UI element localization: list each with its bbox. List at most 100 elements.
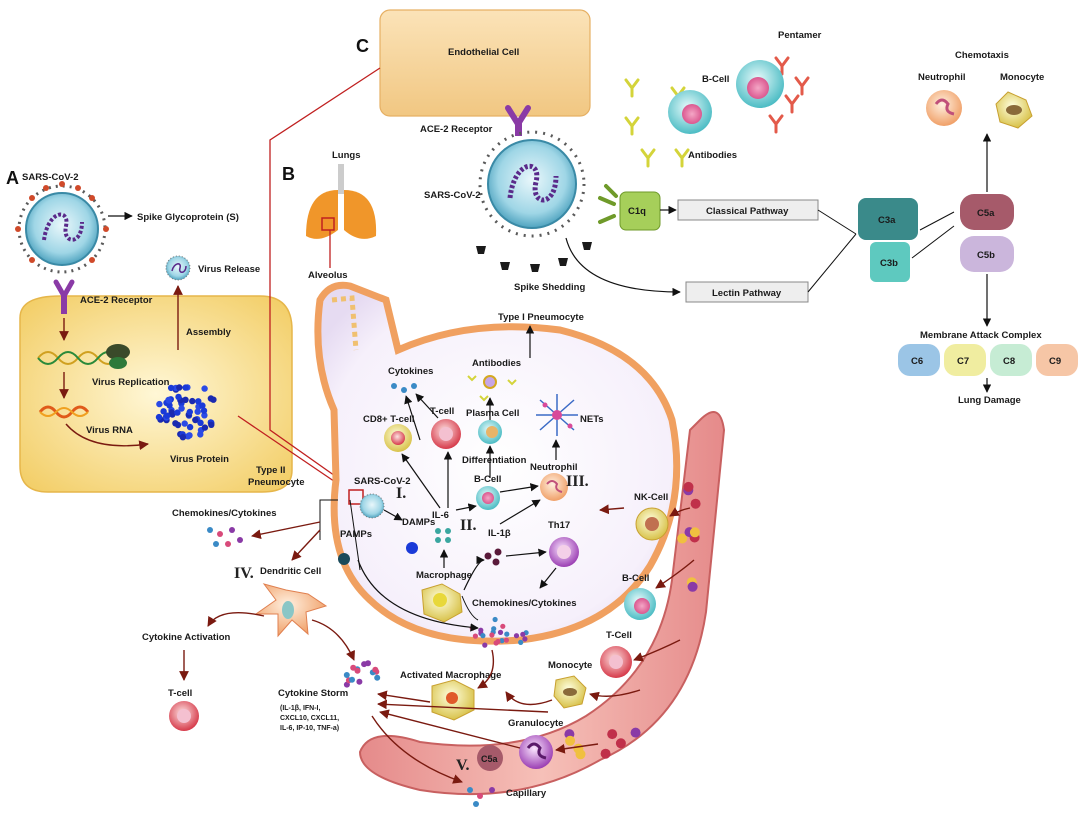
dot [356, 678, 363, 685]
storm-dots [343, 660, 381, 688]
capillary-dots [467, 787, 495, 807]
cd8-nucleus [391, 431, 405, 445]
dot [201, 412, 208, 419]
damps-dot [406, 542, 418, 554]
tcell-label-outer: T-cell [168, 688, 192, 699]
virus-particle-b [359, 493, 385, 519]
macrophage-label: Macrophage [416, 570, 472, 581]
dot [499, 638, 505, 644]
nets-label: NETs [580, 414, 604, 425]
c3-to-c5 [911, 211, 955, 259]
capillary [358, 411, 726, 796]
dendritic-to-activation [207, 611, 265, 627]
receptor-label-c: ACE-2 Receptor [420, 124, 493, 135]
dot [677, 533, 688, 544]
il1b-label: IL-1β [488, 528, 511, 539]
storm-to-capillary [371, 715, 463, 784]
pneumocyte-to-chemokines [251, 521, 321, 540]
rna-strand [38, 405, 90, 419]
chemokine-dots-inner [469, 616, 529, 648]
dot [165, 396, 172, 404]
dot [176, 384, 183, 391]
dot [513, 633, 520, 639]
bcell-b-nucleus [482, 492, 494, 504]
tcell-b-nucleus [439, 427, 453, 441]
classical-label: Classical Pathway [706, 206, 789, 217]
c5a-circle-b [477, 745, 503, 771]
dot [186, 423, 194, 431]
dot [573, 743, 584, 754]
replication-label: Virus Replication [92, 377, 170, 388]
dot [195, 398, 202, 405]
dot [690, 498, 701, 509]
dot [518, 639, 524, 646]
c5b-label: C5b [977, 250, 995, 261]
c5a-label: C5a [977, 208, 995, 219]
dot [174, 409, 181, 416]
c1q-block [598, 184, 661, 231]
c3a-block [858, 198, 918, 240]
c5b-block [960, 236, 1014, 272]
virus-label-c: SARS-CoV-2 [424, 190, 480, 201]
tcell-to-cytokines [415, 393, 439, 419]
neutrophil-label-c: Neutrophil [918, 72, 966, 83]
c6-label: C6 [911, 356, 923, 367]
damage-label: Lung Damage [958, 395, 1021, 406]
type1-label: Type I Pneumocyte [498, 312, 584, 323]
dot [689, 527, 700, 538]
dot [189, 397, 196, 405]
dot [607, 729, 618, 740]
dot [343, 672, 350, 678]
dot [167, 384, 175, 392]
c3b-label: C3b [880, 258, 898, 269]
dot [492, 616, 498, 623]
dot [208, 421, 215, 428]
chemotaxis-label: Chemotaxis [955, 50, 1009, 61]
dot [372, 666, 379, 673]
dot [194, 408, 201, 415]
release-label: Virus Release [198, 264, 260, 275]
virus-particle-a [15, 181, 109, 274]
neutrophil-cell-b [540, 473, 568, 501]
bcell-c-nucleus [682, 104, 702, 124]
roman-v: V. [456, 757, 470, 774]
c9-label: C9 [1049, 356, 1061, 367]
zoom-box-b [348, 489, 364, 505]
virus-to-chemokines [357, 559, 479, 632]
monocyte-vessel [553, 675, 587, 709]
bcell-label-b: B-Cell [474, 474, 501, 485]
vessel-to-granulocyte [555, 743, 599, 754]
granulocyte-label: Granulocyte [508, 718, 563, 729]
dot [495, 638, 501, 645]
cd8-label: CD8+ T-cell [363, 414, 414, 425]
dot [200, 407, 208, 414]
plasma-label-b: Plasma Cell [466, 408, 519, 419]
alveolus-label: Alveolus [308, 270, 348, 281]
storm-arrow-3 [377, 690, 431, 703]
pamps-dot [338, 553, 350, 565]
dot [175, 393, 182, 401]
neutrophil-nucleus-b [546, 480, 563, 493]
dna-helix [37, 351, 119, 365]
lectin-arrow [565, 237, 681, 297]
dot [522, 636, 528, 642]
dot [600, 748, 611, 759]
storm-line3: IL-6, IP-10, TNF-a) [280, 725, 339, 732]
virus-protein-cluster [155, 384, 217, 441]
storm-title: Cytokine Storm [278, 688, 348, 699]
activated-macrophage-label: Activated Macrophage [400, 670, 501, 681]
zoom-line-a [237, 415, 351, 493]
spike-label: Spike Glycoprotein (S) [137, 212, 239, 223]
dot [482, 642, 488, 648]
dot [491, 626, 497, 632]
rna-label: Virus RNA [86, 425, 133, 436]
virus-down-line [349, 499, 361, 571]
storm-line1: (IL-1β, IFN-I, [280, 705, 320, 712]
dot [156, 400, 163, 408]
dot [192, 416, 199, 424]
c7-label: C7 [957, 356, 969, 367]
neutrophil-label-b: Neutrophil [530, 462, 578, 473]
monocyte-label-c: Monocyte [1000, 72, 1044, 83]
dot [166, 402, 173, 409]
pneumocyte-to-dendritic [291, 529, 321, 561]
